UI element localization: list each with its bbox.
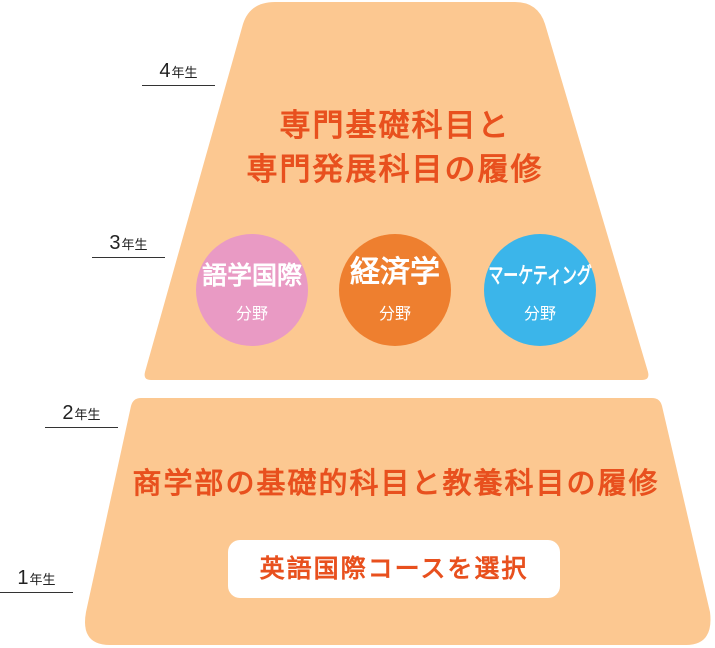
year-number: 4 — [159, 60, 171, 82]
year-label-3: 3年生 — [92, 231, 165, 258]
year-label-1: 1年生 — [0, 566, 73, 593]
lower-tier-shape — [85, 398, 711, 645]
field-sub-label: 分野 — [523, 304, 556, 323]
year-suffix: 年生 — [171, 66, 198, 81]
year-label-4: 4年生 — [142, 59, 215, 86]
field-circle-economics: 経済学 分野 — [339, 234, 451, 346]
year-suffix: 年生 — [121, 238, 148, 253]
upper-tier-title-line-1: 専門基礎科目と — [279, 108, 511, 144]
field-name: 経済学 — [350, 255, 440, 290]
year-suffix: 年生 — [29, 573, 56, 588]
field-name: 語学国際 — [201, 261, 302, 290]
year-suffix: 年生 — [74, 408, 101, 423]
field-circle-language-international: 語学国際 分野 — [196, 234, 308, 346]
course-selection-box: 英語国際コースを選択 — [228, 540, 560, 598]
field-circle-marketing: マーケティング 分野 — [484, 234, 596, 346]
year-label-2: 2年生 — [45, 401, 118, 428]
lower-tier-title: 商学部の基礎的科目と教養科目の履修 — [132, 466, 660, 500]
year-number: 2 — [62, 402, 74, 424]
year-number: 3 — [109, 232, 121, 254]
field-sub-label: 分野 — [378, 304, 411, 323]
field-sub-label: 分野 — [235, 304, 268, 323]
field-name: マーケティング — [488, 264, 592, 289]
year-number: 1 — [17, 567, 29, 589]
upper-tier-title-line-2: 専門発展科目の履修 — [246, 152, 544, 188]
